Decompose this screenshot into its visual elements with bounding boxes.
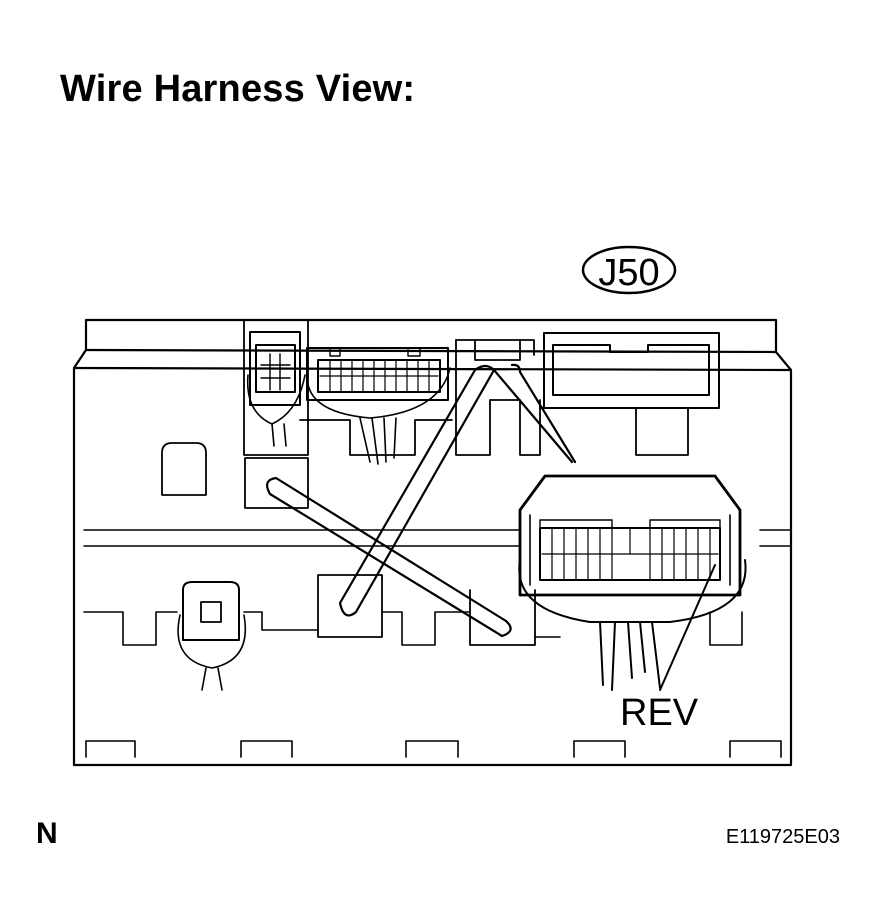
corner-letter: N (36, 817, 58, 850)
panel-body (72, 318, 793, 767)
rev-leader-line (659, 564, 716, 691)
connector-j50 (518, 474, 747, 691)
terminal-label-rev: REV (620, 692, 699, 734)
top-right-connector (543, 332, 720, 409)
small-connector-bottom (177, 581, 246, 691)
connector-tag-label: J50 (598, 252, 659, 294)
diagram-title: Wire Harness View: (60, 68, 416, 110)
figure-code: E119725E03 (725, 826, 840, 848)
connector-tag-j50: J50 (581, 245, 677, 295)
multi-pin-connector-top (306, 347, 451, 465)
crossing-wires (266, 363, 577, 638)
small-connector-left (246, 331, 306, 447)
